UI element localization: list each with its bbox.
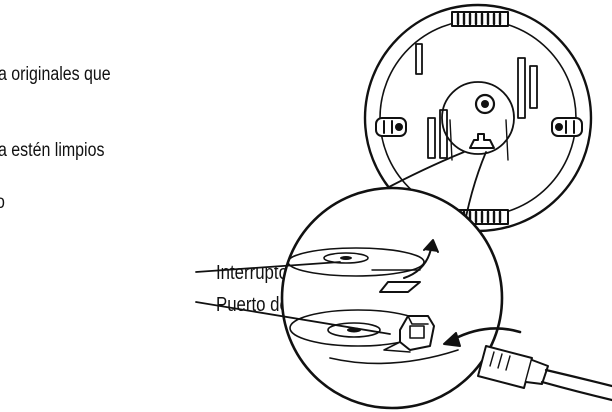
leader-line-switch <box>195 261 341 273</box>
device-inner-ring <box>379 19 577 217</box>
right-clip-icon <box>551 117 583 137</box>
top-connector-icon <box>451 11 509 27</box>
insert-arrow-icon <box>450 327 522 342</box>
cable-plug-icon <box>477 345 612 402</box>
center-hub <box>441 81 515 155</box>
center-button-icon <box>474 93 496 115</box>
body-text-fragment-2: a estén limpios <box>0 140 105 161</box>
slot-icons <box>415 43 538 159</box>
switch-detail <box>287 239 439 293</box>
body-text-fragment-3: o <box>0 192 5 214</box>
magnified-view <box>280 186 522 410</box>
port-notch-icon <box>469 133 495 149</box>
label-switch: Interruptor <box>216 262 294 284</box>
left-clip-icon <box>375 117 407 137</box>
body-text-fragment-1: a originales que <box>0 64 111 85</box>
magnified-view-outline <box>280 186 504 410</box>
leader-line-charging-port <box>195 301 391 335</box>
charging-port-detail <box>289 309 459 365</box>
